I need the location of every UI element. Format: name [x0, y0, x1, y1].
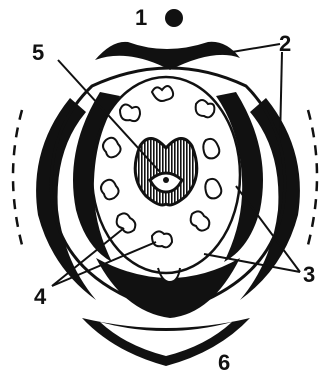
stamen — [152, 86, 173, 101]
label-4: 4 — [34, 286, 46, 308]
axis-dot — [165, 9, 183, 27]
upper-bract — [95, 42, 240, 70]
stamen — [152, 231, 172, 247]
left-dashed-arc — [13, 110, 22, 245]
stamen — [103, 138, 121, 158]
stamen — [205, 179, 221, 199]
ovule — [163, 177, 169, 183]
label-1: 1 — [135, 7, 147, 29]
stamen — [120, 104, 140, 121]
stamen — [101, 180, 119, 200]
stamen — [203, 139, 219, 159]
label-6: 6 — [218, 352, 230, 374]
lower-bract — [96, 258, 240, 318]
label-3: 3 — [303, 264, 315, 286]
stamen — [196, 100, 215, 117]
label-2: 2 — [279, 33, 291, 55]
stamen — [191, 211, 210, 230]
label-5: 5 — [32, 42, 44, 64]
right-dashed-arc — [308, 110, 317, 245]
stamen — [117, 213, 136, 232]
gynoecium — [135, 138, 197, 205]
